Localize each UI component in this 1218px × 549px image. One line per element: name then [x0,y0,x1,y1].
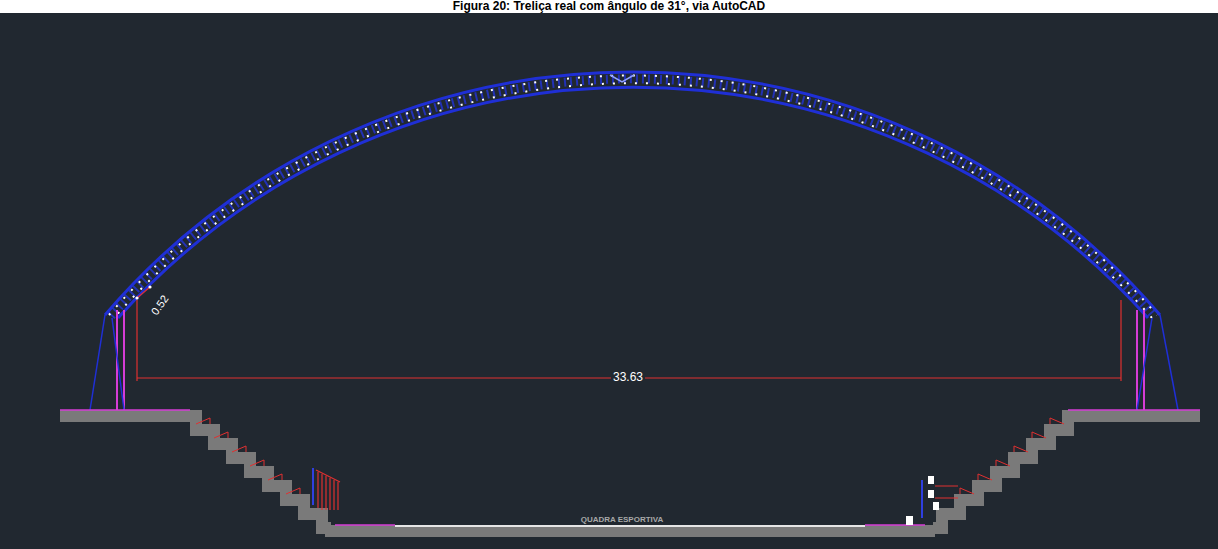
right-bench [906,476,958,525]
depth-dimension [135,285,151,299]
court-label: QUADRA ESPORTIVA [579,516,666,525]
span-dimension [137,300,1121,381]
left-bench [316,470,340,510]
page-strip [0,0,1218,13]
left-bench-post [312,468,314,505]
figure-title: Figura 20: Treliça real com ângulo de 31… [0,0,1218,13]
support-columns [117,310,1144,410]
arch-truss [105,72,1160,318]
stands-section [60,416,1200,531]
dimension-value: 33.63 [611,371,645,384]
court-line [395,525,865,527]
stay-cables [90,315,1178,410]
floor-edges [60,410,1200,525]
